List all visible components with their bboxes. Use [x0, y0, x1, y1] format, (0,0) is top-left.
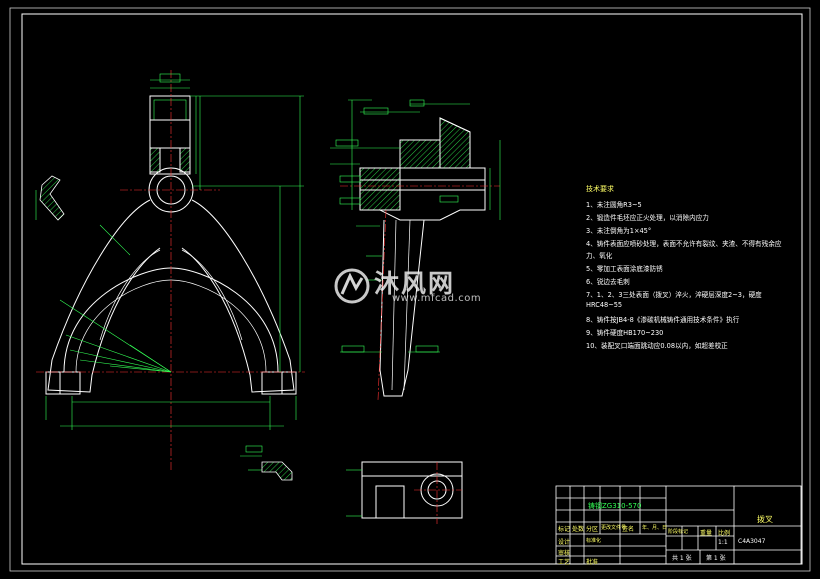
left-detail-section: [39, 175, 65, 221]
title-block-header-label: 分区: [586, 526, 599, 533]
title-block: [555, 485, 802, 565]
title-block-stage-label: 比例: [718, 530, 731, 537]
note-item: 1、未注圆角R3~5: [586, 201, 642, 209]
title-block-header-label: 签名: [622, 526, 635, 533]
inner-border: [21, 13, 803, 565]
title-block-header-label: 更改文件号: [601, 525, 627, 531]
watermark-url: www.mfcad.com: [392, 293, 482, 304]
title-block-material: 铸钢ZG310-570: [588, 502, 642, 510]
side-view-dimensions: [330, 99, 501, 353]
note-item: 7、1、2、3三处表面（拨叉）淬火，淬硬层深度2~3，硬度: [586, 291, 762, 299]
title-block-stage-label: 重量: [700, 530, 713, 537]
outer-border: [9, 7, 811, 572]
title-block-role-label: 工艺: [558, 559, 571, 566]
note-item: 6、锐边去毛刺: [586, 278, 630, 286]
note-item: 力、氧化: [586, 252, 613, 260]
title-block-drawing-no: C4A3047: [738, 538, 766, 545]
watermark: 沐风网 www.mfcad.com: [330, 262, 490, 308]
title-block-header-label: 处数: [572, 526, 585, 533]
note-item: HRC48~55: [586, 301, 623, 309]
notes-title: 技术要求: [586, 185, 614, 193]
note-item: 5、零加工表面涂底漆防锈: [586, 265, 663, 273]
note-item: 2、锻造件毛坯应正火处理，以消除内应力: [586, 214, 709, 222]
note-item: 8、铸件按JB4-8《渗碳机械铸件通用技术条件》执行: [586, 316, 740, 324]
bottom-detail-section: [261, 461, 293, 481]
title-block-header-label: 标记: [558, 526, 571, 533]
title-block-stage-label: 阶段标记: [668, 529, 689, 535]
watermark-logo-icon: [334, 268, 370, 304]
front-view-dimensions: [35, 73, 304, 471]
title-block-role-label: 标准化: [586, 538, 602, 544]
note-item: 3、未注倒角为1×45°: [586, 227, 652, 235]
bottom-view-centerlines: [414, 462, 462, 524]
side-view: [359, 117, 486, 397]
bottom-view-dimensions: [346, 469, 362, 517]
title-block-role-label: 审核: [558, 550, 571, 557]
title-block-sheet-count: 共 1 张: [672, 555, 692, 562]
title-block-scale: 1:1: [718, 539, 728, 546]
note-item: 10、装配叉口端面跳动应0.08以内，如超差校正: [586, 342, 728, 350]
side-view-centerlines: [340, 185, 500, 401]
title-block-sheet-number: 第 1 张: [706, 555, 726, 562]
title-block-role-label: 设计: [558, 539, 571, 546]
title-block-header-label: 年、月、日: [642, 525, 668, 531]
note-item: 4、铸件表面应喷砂处理，表面不允许有裂纹、夹渣、不得有残余应: [586, 240, 782, 248]
front-view-centerlines: [36, 70, 305, 470]
watermark-brand: 沐风网: [374, 269, 456, 298]
title-block-part-name: 拨叉: [757, 515, 773, 524]
note-item: 9、铸件硬度HB170~230: [586, 329, 664, 337]
title-block-role-label: 批准: [586, 559, 599, 566]
